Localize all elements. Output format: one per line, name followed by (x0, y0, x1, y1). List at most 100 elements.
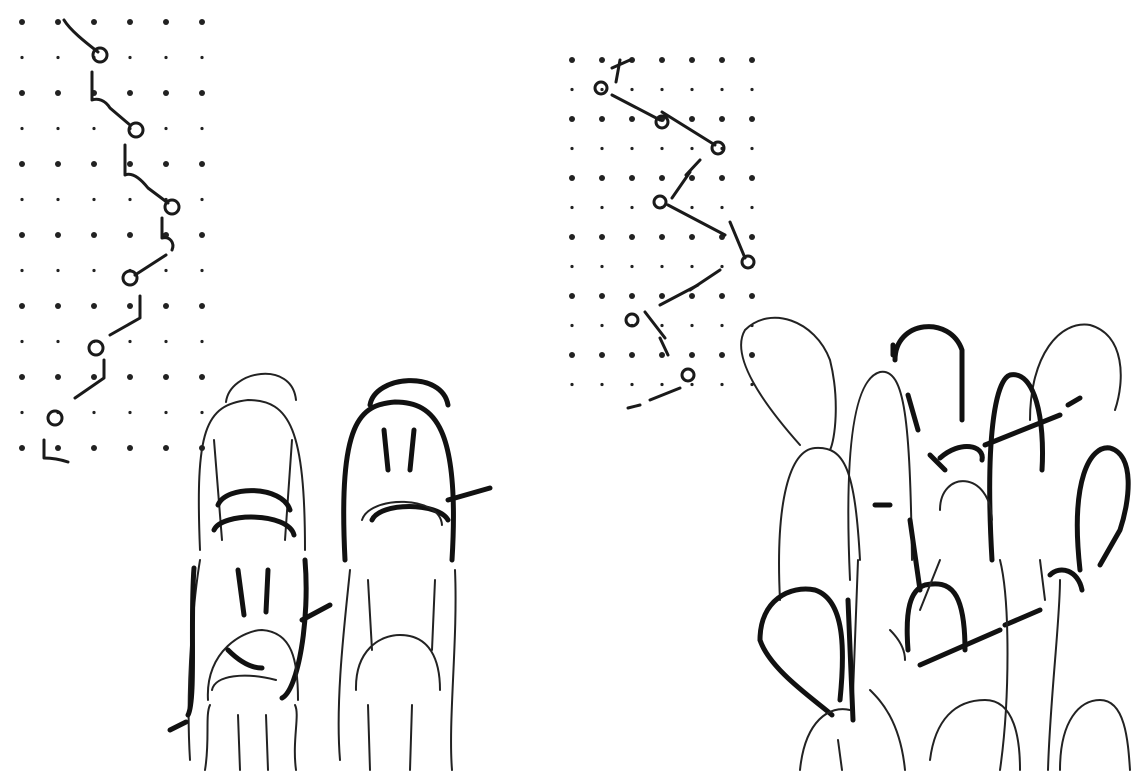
grid-dot (690, 324, 693, 327)
grid-dot (629, 116, 635, 122)
grid-dot (55, 19, 61, 25)
grid-dot (128, 411, 131, 414)
grid-dot (599, 57, 605, 63)
grid-dot (127, 161, 133, 167)
grid-dot (55, 161, 61, 167)
grid-dot (20, 56, 23, 59)
grid-dot (199, 374, 205, 380)
grid-dot (599, 352, 605, 358)
grid-dot (719, 175, 725, 181)
grid-dot (92, 411, 95, 414)
grid-dot (659, 57, 665, 63)
grid-dot (91, 161, 97, 167)
grid-dot (600, 383, 603, 386)
grid-dot (164, 56, 167, 59)
grid-dot (56, 269, 59, 272)
grid-dot (720, 383, 723, 386)
grid-dot (600, 147, 603, 150)
grid-dot (127, 19, 133, 25)
grid-dot (20, 127, 23, 130)
grid-dot (719, 116, 725, 122)
grid-dot (164, 411, 167, 414)
grid-dot (599, 293, 605, 299)
grid-dot (19, 303, 25, 309)
grid-dot (163, 90, 169, 96)
grid-dot (719, 352, 725, 358)
grid-dot (749, 352, 755, 358)
grid-dot (199, 303, 205, 309)
grid-dot (719, 293, 725, 299)
grid-dot (200, 127, 203, 130)
grid-dot (56, 56, 59, 59)
grid-dot (719, 57, 725, 63)
grid-dot (629, 293, 635, 299)
grid-dot (19, 19, 25, 25)
grid-dot (163, 161, 169, 167)
grid-dot (629, 175, 635, 181)
grid-dot (55, 374, 61, 380)
grid-dot (163, 374, 169, 380)
grid-dot (600, 88, 603, 91)
grid-dot (127, 232, 133, 238)
grid-dot (599, 116, 605, 122)
grid-dot (629, 234, 635, 240)
grid-dot (660, 265, 663, 268)
grid-dot (55, 445, 61, 451)
grid-dot (570, 265, 573, 268)
grid-dot (660, 324, 663, 327)
grid-dot (164, 269, 167, 272)
grid-dot (55, 303, 61, 309)
grid-dot (750, 206, 753, 209)
grid-dot (55, 232, 61, 238)
left-loop-drawing (170, 374, 490, 770)
grid-dot (19, 445, 25, 451)
grid-dot (749, 293, 755, 299)
grid-dot (690, 383, 693, 386)
grid-dot (199, 90, 205, 96)
grid-dot (720, 324, 723, 327)
grid-dot (19, 374, 25, 380)
grid-dot (20, 340, 23, 343)
grid-dot (91, 232, 97, 238)
grid-dot (630, 147, 633, 150)
grid-dot (570, 324, 573, 327)
grid-dot (750, 88, 753, 91)
grid-dot (599, 234, 605, 240)
left-dot-grid (19, 19, 205, 451)
grid-dot (92, 198, 95, 201)
grid-dot (659, 352, 665, 358)
grid-dot (720, 206, 723, 209)
grid-dot (56, 340, 59, 343)
grid-dot (569, 234, 575, 240)
grid-dot (689, 293, 695, 299)
grid-dot (20, 198, 23, 201)
grid-dot (749, 234, 755, 240)
grid-dot (660, 383, 663, 386)
grid-dot (200, 56, 203, 59)
grid-dot (570, 147, 573, 150)
grid-dot (91, 445, 97, 451)
right-loop-drawing (741, 318, 1130, 770)
grid-dot (659, 234, 665, 240)
grid-dot (749, 175, 755, 181)
grid-dot (599, 175, 605, 181)
grid-dot (750, 147, 753, 150)
grid-dot (690, 88, 693, 91)
grid-dot (200, 340, 203, 343)
grid-dot (569, 116, 575, 122)
grid-dot (689, 175, 695, 181)
grid-dot (55, 90, 61, 96)
grid-dot (690, 206, 693, 209)
grid-dot (92, 127, 95, 130)
grid-dot (20, 411, 23, 414)
grid-dot (199, 161, 205, 167)
grid-dot (629, 352, 635, 358)
grid-dot (689, 352, 695, 358)
grid-dot (19, 161, 25, 167)
grid-dot (660, 147, 663, 150)
grid-dot (660, 88, 663, 91)
grid-dot (127, 445, 133, 451)
grid-dot (199, 232, 205, 238)
grid-dot (600, 265, 603, 268)
